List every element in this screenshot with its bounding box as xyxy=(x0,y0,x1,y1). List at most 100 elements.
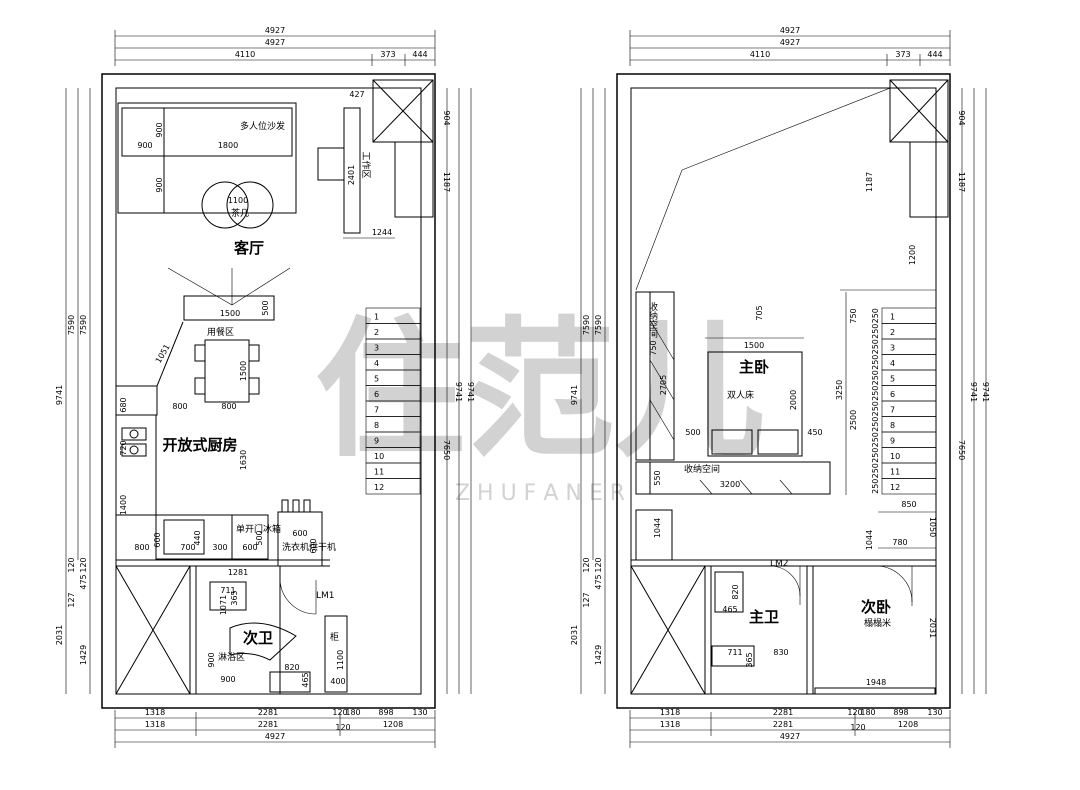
dim-right-r4: 9741 xyxy=(466,382,475,402)
room-master: 主卧 xyxy=(739,358,769,376)
dim-900e: 900 xyxy=(220,675,235,684)
dim-r-850: 850 xyxy=(901,500,916,509)
dim-r-711: 711 xyxy=(727,648,742,657)
storage-tall: 收纳空间 2705 750 xyxy=(635,291,675,461)
right-right-dimensions: 904 1187 9741 9741 7650 1050 2031 xyxy=(928,88,990,694)
dim-r-2705: 2705 xyxy=(659,375,668,395)
dim-sofa-900a: 900 xyxy=(155,122,164,137)
dim-500-tv: 500 xyxy=(261,300,270,315)
dim-r-left-l6: 1429 xyxy=(594,645,603,665)
dim-r-left-l4: 127 xyxy=(582,592,591,607)
label-storage-tall: 收纳空间 xyxy=(647,301,658,339)
dim-left-overall: 9741 xyxy=(55,385,64,405)
dim-top-seg3: 444 xyxy=(412,50,427,59)
stair-step xyxy=(365,478,421,495)
stair-riser-dimension: 250 xyxy=(871,386,880,401)
dim-bot-b4: 180 xyxy=(345,708,360,717)
stair-step-number: 6 xyxy=(374,390,379,399)
room-bath: 主卫 xyxy=(749,608,779,626)
dim-1500-dining: 1500 xyxy=(239,361,248,381)
dim-left-l5: 2031 xyxy=(55,625,64,645)
dim-r-820: 820 xyxy=(731,584,740,599)
dim-r-left-l2: 120 xyxy=(594,557,603,572)
dim-r-3250: 3250 xyxy=(835,380,844,400)
dim-r-450: 450 xyxy=(807,428,822,437)
dim-r-left-l3: 475 xyxy=(594,574,603,589)
dim-1100b: 1100 xyxy=(336,650,345,670)
dim-711: 711 xyxy=(220,586,235,595)
second-bedroom: 次卧 榻榻米 1948 xyxy=(812,565,937,695)
dim-r-bot-b2: 2281 xyxy=(773,708,793,717)
stair-riser-dimension: 250 xyxy=(871,370,880,385)
dim-1071: 1071 xyxy=(219,595,228,615)
watermark-sub: Z H U F A N E R xyxy=(455,481,625,506)
dim-r-1044b: 1044 xyxy=(865,530,874,550)
dim-r-1187: 1187 xyxy=(865,172,874,192)
dim-r-bot-b1: 1318 xyxy=(660,708,680,717)
stair-riser-dimension: 250 xyxy=(871,463,880,478)
dim-2401: 2401 xyxy=(347,165,356,185)
dim-left-l3: 475 xyxy=(79,574,88,589)
dim-r-top-seg1: 4110 xyxy=(750,50,770,59)
dim-r-bot-c1: 1318 xyxy=(660,720,680,729)
dim-1244: 1244 xyxy=(372,228,392,237)
stair-step-number: 4 xyxy=(890,359,895,368)
dim-r-right-r7: 2031 xyxy=(928,618,937,638)
dim-r-bot-total: 4927 xyxy=(780,732,800,741)
dim-r-2000: 2000 xyxy=(789,390,798,410)
dim-bot-b1: 1318 xyxy=(145,708,165,717)
stair-riser-dimension: 250 xyxy=(871,448,880,463)
stair-step-number: 3 xyxy=(890,344,895,353)
dim-720: 720 xyxy=(119,440,128,455)
master-bedroom: 705 1500 主卧 双人床 2000 500 450 3250 2500 7… xyxy=(685,292,858,495)
dim-r-right-r6: 1050 xyxy=(928,517,937,537)
stair-step-number: 11 xyxy=(374,468,384,477)
stair-riser-dimension: 250 xyxy=(871,308,880,323)
dim-r-right-r4: 9741 xyxy=(981,382,990,402)
dim-r-465: 465 xyxy=(722,605,737,614)
left-right-dimensions: 904 1187 9741 9741 7650 xyxy=(442,88,475,694)
dim-top-seg2: 373 xyxy=(380,50,395,59)
label-sofa: 多人位沙发 xyxy=(240,120,285,132)
dim-r-top-seg3: 444 xyxy=(927,50,942,59)
dim-300: 300 xyxy=(212,543,227,552)
dim-r-1500: 1500 xyxy=(744,341,764,350)
dim-r-left-d2: 7590 xyxy=(594,315,603,335)
dim-r-right-r2: 1187 xyxy=(957,172,966,192)
left-top-dimensions: 4927 4927 4110 373 444 xyxy=(114,26,436,66)
secondary-bath: 1281 711 365 1071 次卫 淋浴区 900 820 465 900… xyxy=(195,565,348,695)
dim-1281: 1281 xyxy=(228,568,248,577)
stair-step-number: 8 xyxy=(890,421,895,430)
dim-r-bot-b5: 898 xyxy=(893,708,908,717)
room-bath2: 次卫 xyxy=(243,629,273,647)
dim-left-l6: 1429 xyxy=(79,645,88,665)
dim-bot-c4: 1208 xyxy=(383,720,403,729)
dim-tea-1100: 1100 xyxy=(228,196,248,205)
dim-r-bot-b6: 130 xyxy=(927,708,942,717)
right-top-dimensions: 4927 4927 4110 373 444 xyxy=(629,26,951,66)
dim-r-right-r3: 9741 xyxy=(969,382,978,402)
dim-right-r5: 7650 xyxy=(442,440,451,460)
left-outer-wall xyxy=(101,73,436,709)
label-tatami: 榻榻米 xyxy=(864,617,891,629)
dim-1051: 1051 xyxy=(154,343,172,365)
left-side-dimensions: 9741 7590 7590 120 120 475 127 2031 1429 xyxy=(55,88,91,694)
stair-step-number: 2 xyxy=(890,328,895,337)
dim-bot-b2: 2281 xyxy=(258,708,278,717)
stair-step-number: 3 xyxy=(374,344,379,353)
dim-r-780: 780 xyxy=(892,538,907,547)
dim-680: 680 xyxy=(119,397,128,412)
dim-r-2500: 2500 xyxy=(849,410,858,430)
label-washer: 洗衣机烘干机 xyxy=(282,541,336,553)
dim-sofa-900c: 900 xyxy=(155,177,164,192)
dim-r-top-total2: 4927 xyxy=(780,38,800,47)
tea-table: 1100 茶几 xyxy=(201,181,274,229)
dim-r-top-seg2: 373 xyxy=(895,50,910,59)
right-floor-plan: 4927 4927 4110 373 444 9741 7590 7590 12… xyxy=(570,26,990,748)
label-bed: 双人床 xyxy=(727,389,754,401)
master-bath: 820 465 主卫 LM2 711 365 830 xyxy=(710,559,808,695)
dim-r-1044a: 1044 xyxy=(653,518,662,538)
dim-r-bot-c4: 1208 xyxy=(898,720,918,729)
dim-820: 820 xyxy=(284,663,299,672)
stair-step-number: 1 xyxy=(374,313,379,322)
